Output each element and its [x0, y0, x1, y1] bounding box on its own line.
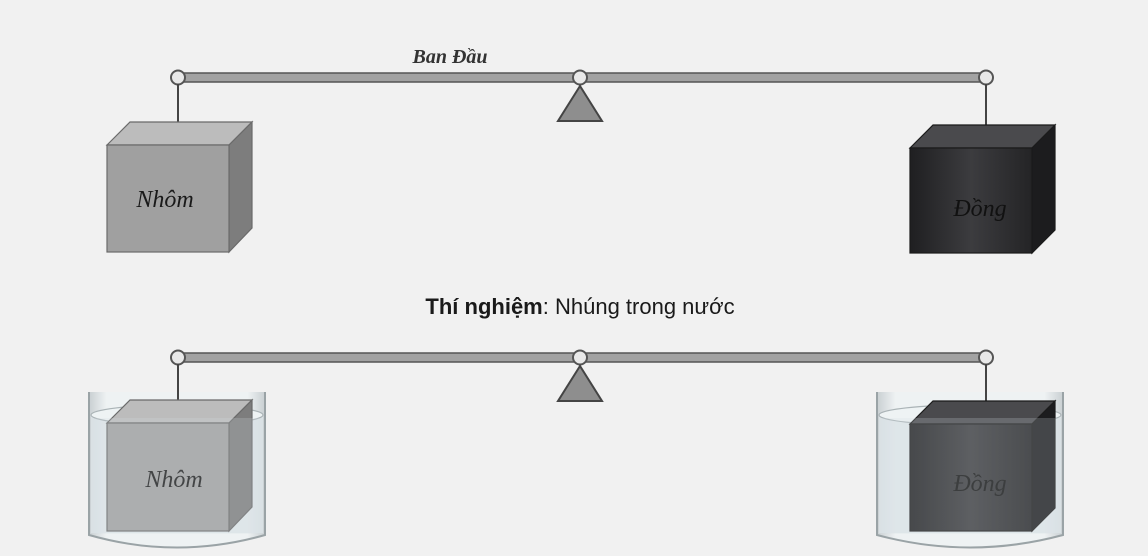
submerged-balance: Nhôm Đồng [88, 349, 1064, 549]
beam-left-end [170, 69, 186, 86]
copper-block: Đồng [908, 123, 1057, 255]
left-water [91, 418, 263, 534]
copper-label: Đồng [952, 196, 1006, 222]
submerged-beam-pivot [572, 349, 588, 366]
aluminium-label: Nhôm [135, 187, 193, 213]
caption-rest: : Nhúng trong nước [543, 294, 735, 319]
beam-pivot [572, 69, 588, 86]
experiment-caption: Thí nghiệm: Nhúng trong nước [425, 294, 734, 319]
submerged-fulcrum-triangle [556, 364, 604, 402]
fulcrum-triangle [556, 84, 604, 122]
submerged-beam-left-end [170, 349, 186, 366]
initial-balance: Ban Đầu Nhôm Đồng [105, 46, 1057, 255]
submerged-copper-block: Đồng [908, 399, 1057, 533]
aluminium-block: Nhôm [105, 120, 254, 254]
submerged-beam-right-end [978, 349, 994, 366]
caption-bold: Thí nghiệm [425, 294, 542, 319]
beam-right-end [978, 69, 994, 86]
submerged-copper-label: Đồng [952, 471, 1006, 497]
submerged-aluminium-block: Nhôm [105, 398, 254, 533]
initial-title: Ban Đầu [411, 46, 487, 68]
submerged-aluminium-label: Nhôm [144, 467, 202, 493]
right-water [879, 418, 1061, 534]
